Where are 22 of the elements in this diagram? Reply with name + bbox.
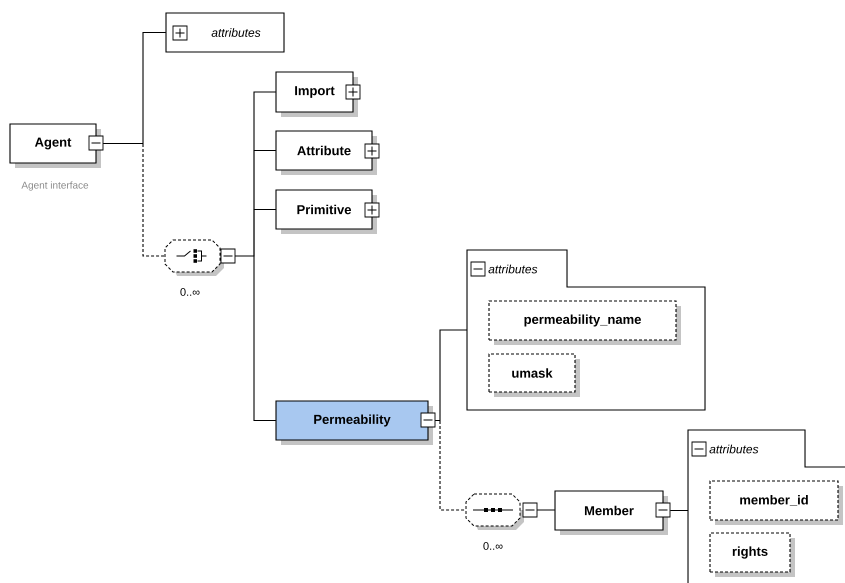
element-box: Import <box>275 71 360 117</box>
connector <box>436 329 467 422</box>
element-box: Agent <box>9 123 104 168</box>
connector <box>537 509 554 511</box>
annotation-text: Agent interface <box>21 181 88 191</box>
attributes-box: attributes <box>165 12 285 53</box>
element-box: Member <box>554 490 670 535</box>
attribute-box: rights <box>709 532 795 577</box>
multiplicity-label: 0..∞ <box>483 542 503 550</box>
attribute-box: umask <box>488 353 580 397</box>
node-label: attributes <box>709 444 758 454</box>
connector <box>104 32 166 144</box>
attribute-box: member_id <box>709 480 844 525</box>
compositor-symbol <box>466 494 538 530</box>
connector <box>235 255 276 422</box>
multiplicity-label: 0..∞ <box>180 288 200 296</box>
element-box: Primitive <box>275 189 380 234</box>
attribute-box: permeability_name <box>488 300 681 345</box>
element-box: Permeability <box>275 400 436 445</box>
compositor-symbol <box>164 240 236 276</box>
connector <box>670 510 688 512</box>
element-box: Attribute <box>275 130 380 175</box>
